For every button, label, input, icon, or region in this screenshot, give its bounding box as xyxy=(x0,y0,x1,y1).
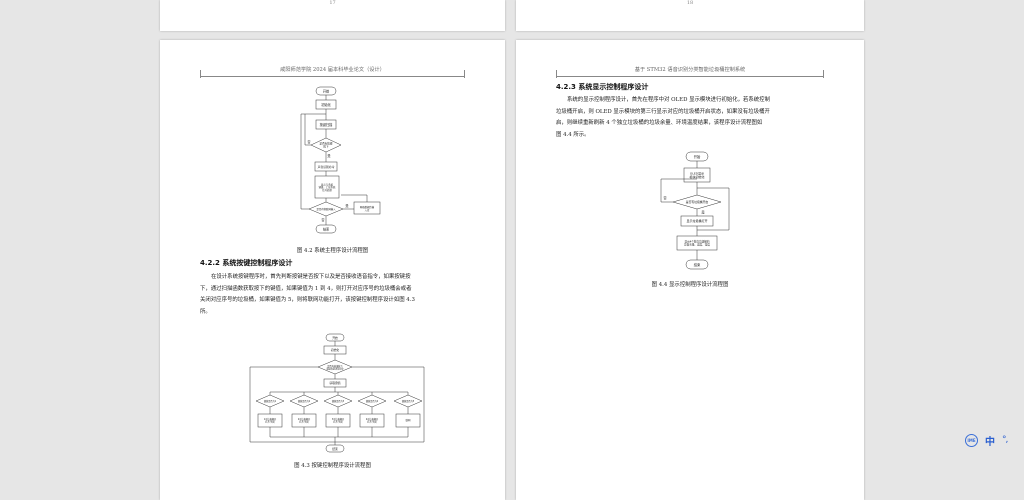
node-end: 结束 xyxy=(332,447,338,451)
header-tick xyxy=(200,70,201,78)
header-tick xyxy=(823,70,824,78)
paragraph-line: 启，则继续重新刷新 4 个独立垃圾桶的垃圾余量、环境温度结果，该程序设计流程图如 xyxy=(556,120,763,126)
node-end: 结束 xyxy=(694,262,701,267)
paragraph-line: 下，通过扫描函数获取按下的键值，如果键值为 1 到 4，则打开对应序号的垃圾桶会… xyxy=(200,285,412,292)
node-start: 开始 xyxy=(323,88,330,93)
label-no: 否 xyxy=(663,196,667,200)
node-decision: 是否有垃圾桶开启 xyxy=(686,200,709,204)
branch-cond-5: 键值是否为5 xyxy=(402,399,415,403)
label-yes: 是 xyxy=(701,210,705,215)
previous-page-left: 17 xyxy=(160,0,505,31)
node-show: 显示垃圾桶打开 xyxy=(686,218,707,223)
node-start: 开始 xyxy=(694,154,701,159)
figure-caption: 图 4.2 系统主程序设计流程图 xyxy=(296,248,369,254)
figure-4-4-flowchart: 开始 OLED显示模块初始化 是否有垃圾桶开启 是 否 显示垃圾桶打开 显示4个… xyxy=(660,151,730,270)
node-init: 初始化 xyxy=(331,348,340,352)
figure-caption: 图 4.3 按键控制程序设计流程图 xyxy=(294,463,371,469)
node-network: 网络数据传输入库 xyxy=(360,205,375,212)
node-init: 初始化 xyxy=(321,102,331,107)
section-paragraph: 系统的显示控制程序设计，首先在程序中对 OLED 显示模块进行初始化，若系统控制… xyxy=(556,95,841,141)
paragraph-line: 系统的显示控制程序设计，首先在程序中对 OLED 显示模块进行初始化，若系统控制 xyxy=(567,97,770,103)
running-header: 咸阳师范学院 2024 届本科毕业论文（设计） xyxy=(200,66,465,77)
branch-cond-1: 键值是否为1 xyxy=(264,399,277,403)
branch-cond-2: 键值是否为2 xyxy=(298,399,311,403)
node-process: 显示与系统键盘，上层系统信号处理 xyxy=(319,182,336,192)
node-voice: 声音识别命令 xyxy=(318,165,335,169)
label-wifi-no: 否 xyxy=(321,218,325,222)
figure-4-2-flowchart: 开始 初始化 按键扫描 是否有按键按下 否 是 声音识别命令 显示与系统键盘，上… xyxy=(300,86,381,234)
branch-cond-4: 键值是否为4 xyxy=(366,399,379,403)
node-end: 结束 xyxy=(323,226,330,231)
paragraph-line: 所。 xyxy=(200,308,211,315)
branch-action-3: 3号垃圾桶开打开/关闭 xyxy=(332,417,345,424)
branch-action-1: 1号垃圾桶开打开/关闭 xyxy=(264,417,277,424)
node-scan: 按键扫描 xyxy=(320,122,334,127)
ime-punctuation-icon[interactable]: °, xyxy=(1002,435,1008,445)
paragraph-line: 关闭对应序号的垃圾桶，如果键值为 5，则将联网功能打开，该按键控制程序设计如图 … xyxy=(200,297,415,303)
paragraph-line: 垃圾桶开启，则 OLED 显示模块的第三行显示对应的垃圾桶开启状态，如果没有垃圾… xyxy=(556,108,770,115)
node-scan: 获取键值 xyxy=(329,381,340,385)
figure-4-3-flowchart: 开始 初始化 是否有按键按下或接收到语音指令 获取键值 键值是否为1 键值是否为… xyxy=(249,333,425,453)
node-decision: 是否有按键按下或接收到语音指令 xyxy=(326,364,344,371)
section-paragraph: 在设计系统按键程序时，首先判断按键是否按下以及是否接收语音指令，如果按键按下，通… xyxy=(200,272,480,318)
previous-page-right: 18 xyxy=(516,0,864,31)
branch-action-5: 联网 xyxy=(406,418,411,422)
paragraph-line: 图 4.4 所示。 xyxy=(556,131,590,138)
label-wifi-yes: 是 xyxy=(345,203,349,208)
node-init: OLED显示模块初始化 xyxy=(689,171,704,178)
header-tick xyxy=(556,70,557,78)
document-page-left: 咸阳师范学院 2024 届本科毕业论文（设计） 开始 xyxy=(160,40,505,500)
document-page-right: 基于 STM32 语音识别分类智能垃圾桶控制系统 4.2.3 系统显示控制程序设… xyxy=(516,40,864,500)
figure-caption: 图 4.4 显示控制程序设计流程图 xyxy=(651,282,729,288)
branch-action-2: 2号垃圾桶开打开/关闭 xyxy=(298,417,311,424)
header-tick xyxy=(464,70,465,78)
label-no: 否 xyxy=(307,140,311,144)
ime-language-toggle[interactable]: 中 xyxy=(985,436,995,448)
section-heading: 4.2.2 系统按键控制程序设计 xyxy=(200,259,293,267)
branch-cond-3: 键值是否为3 xyxy=(332,399,345,403)
page-number: 18 xyxy=(686,0,694,6)
page-number: 17 xyxy=(329,0,336,6)
label-yes: 是 xyxy=(327,153,331,158)
node-refresh: 显示4个独立垃圾桶的垃圾余量、温度、湿度 xyxy=(684,240,710,247)
branch-action-4: 4号垃圾桶开打开/关闭 xyxy=(366,417,379,424)
node-wifi-decision: 是否有物联网输入 xyxy=(316,207,336,211)
node-decision: 是否有按键按下 xyxy=(320,142,333,149)
running-header: 基于 STM32 语音识别分类智能垃圾桶控制系统 xyxy=(556,66,824,77)
node-start: 开始 xyxy=(332,336,338,340)
section-heading: 4.2.3 系统显示控制程序设计 xyxy=(556,83,649,91)
ime-tray[interactable]: IME 中 °, xyxy=(965,432,1024,448)
paragraph-line: 在设计系统按键程序时，首先判断按键是否按下以及是否接收语音指令，如果按键按 xyxy=(211,274,411,280)
ime-icon[interactable]: IME xyxy=(965,433,978,447)
